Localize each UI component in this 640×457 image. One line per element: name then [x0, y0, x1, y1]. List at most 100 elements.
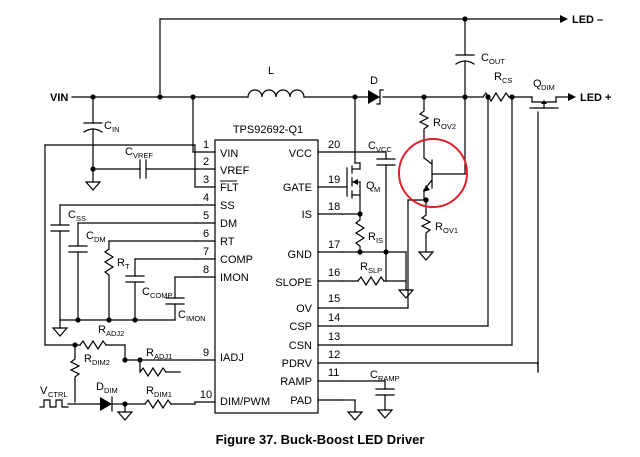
label-radj2-sub: ADJ2	[106, 329, 124, 338]
inductor-l	[247, 89, 305, 98]
pin-label-ramp: RAMP	[280, 376, 312, 388]
label-qm-sub: M	[374, 185, 380, 194]
label-ddim-sub: DIM	[104, 386, 118, 395]
resistor-rdim2	[69, 355, 81, 381]
label-qm-main: Q	[366, 180, 375, 192]
label-rov1-sub: OV1	[443, 226, 458, 235]
pin-num-17: 17	[328, 239, 340, 251]
label-rslp-main: R	[360, 261, 368, 273]
label-vctrl-main: V	[40, 385, 48, 397]
left-pin-stubs	[194, 151, 216, 403]
led-minus-arrow	[560, 15, 568, 23]
label-l: L	[268, 65, 274, 77]
resistor-rt	[103, 240, 115, 281]
ground-rov1	[417, 251, 435, 261]
pin-num-13: 13	[328, 331, 340, 343]
label-rslp-sub: SLP	[368, 266, 382, 275]
junction	[137, 357, 143, 363]
transistor-qdim	[529, 96, 559, 373]
pin-label-ss: SS	[220, 200, 235, 212]
pin-num-19: 19	[328, 174, 340, 186]
junction	[75, 317, 81, 323]
label-rdim2-main: R	[84, 353, 92, 365]
pin-num-2: 2	[203, 156, 209, 168]
label-cramp-sub: RAMP	[378, 374, 400, 383]
ground-cramp	[376, 409, 394, 419]
label-cimon-sub: IMON	[186, 314, 206, 323]
label-rt-sub: T	[125, 262, 130, 271]
resistor-rov2	[418, 107, 430, 133]
junction	[132, 317, 138, 323]
ground-bus-symbol	[51, 327, 69, 337]
pin-label-pad: PAD	[290, 395, 312, 407]
label-cout-main: C	[481, 52, 489, 64]
pin-label-rt: RT	[220, 236, 235, 248]
label-ddim-main: D	[96, 381, 104, 393]
pin-num-16: 16	[328, 267, 340, 279]
label-cin-main: C	[104, 120, 112, 132]
pin-label-vcc: VCC	[289, 148, 312, 160]
pin-label-flt: FLT	[220, 182, 239, 194]
right-pin-stubs	[317, 151, 343, 401]
label-ris-main: R	[368, 231, 376, 243]
pin-label-comp: COMP	[220, 254, 253, 266]
label-cimon-main: C	[178, 309, 186, 321]
label-vctrl-sub: CTRL	[48, 390, 68, 399]
vctrl-pwm-icon	[39, 399, 69, 408]
ground-pad	[346, 411, 364, 421]
diode-ddim	[100, 397, 112, 411]
pin-label-dimpwm: DIM/PWM	[220, 396, 270, 408]
resistor-radj2	[79, 339, 107, 351]
pin-num-4: 4	[203, 192, 209, 204]
junction	[122, 357, 128, 363]
highlight-circle	[398, 138, 468, 208]
ground-ddim	[116, 411, 134, 421]
label-cout-sub: OUT	[489, 57, 505, 66]
pin-num-5: 5	[203, 210, 209, 222]
pin-label-gnd: GND	[288, 249, 313, 261]
label-ccomp-sub: COMP	[150, 291, 173, 300]
diode-d	[368, 90, 380, 104]
label-cvcc-sub: VCC	[376, 145, 392, 154]
label-d: D	[370, 75, 378, 87]
label-radj1-sub: ADJ1	[154, 352, 172, 361]
label-rcs-sub: CS	[502, 76, 512, 85]
pin-num-8: 8	[203, 264, 209, 276]
label-rov2-main: R	[433, 117, 441, 129]
pin-num-6: 6	[203, 228, 209, 240]
ground-cin	[84, 181, 102, 191]
label-ris-sub: IS	[376, 236, 383, 245]
label-radj2-main: R	[98, 324, 106, 336]
junction	[357, 249, 363, 255]
label-cvcc-main: C	[368, 140, 376, 152]
diode-d-cathode	[376, 89, 384, 105]
net-led-minus: LED –	[572, 14, 603, 26]
label-qdim-main: Q	[533, 78, 542, 90]
pin-num-3: 3	[203, 174, 209, 186]
pin-num-9: 9	[203, 347, 209, 359]
label-rdim1-sub: DIM1	[154, 390, 172, 399]
pin-label-iadj: IADJ	[220, 352, 244, 364]
label-cramp-main: C	[370, 369, 378, 381]
pin-num-1: 1	[203, 139, 209, 151]
label-cin-sub: IN	[112, 125, 120, 134]
label-rcs-main: R	[494, 71, 502, 83]
pin-label-ov: OV	[296, 303, 313, 315]
junction	[90, 166, 96, 172]
label-cvref-main: C	[125, 146, 133, 158]
pin-label-pdrv: PDRV	[282, 358, 313, 370]
label-ccomp-main: C	[142, 286, 150, 298]
pnp-transistor	[423, 157, 466, 192]
label-rt-main: R	[117, 257, 125, 269]
pin-label-is: IS	[302, 209, 312, 221]
resistor-rslp	[357, 275, 385, 287]
junction	[106, 317, 112, 323]
label-cdm-main: C	[86, 230, 94, 242]
junction	[72, 342, 78, 348]
pin-num-11: 11	[328, 367, 339, 379]
pin-label-slope: SLOPE	[275, 277, 312, 289]
label-css-sub: SS	[76, 214, 86, 223]
pin-num-10: 10	[200, 389, 212, 401]
ground-slope	[397, 289, 415, 299]
pin-label-csp: CSP	[289, 321, 312, 333]
